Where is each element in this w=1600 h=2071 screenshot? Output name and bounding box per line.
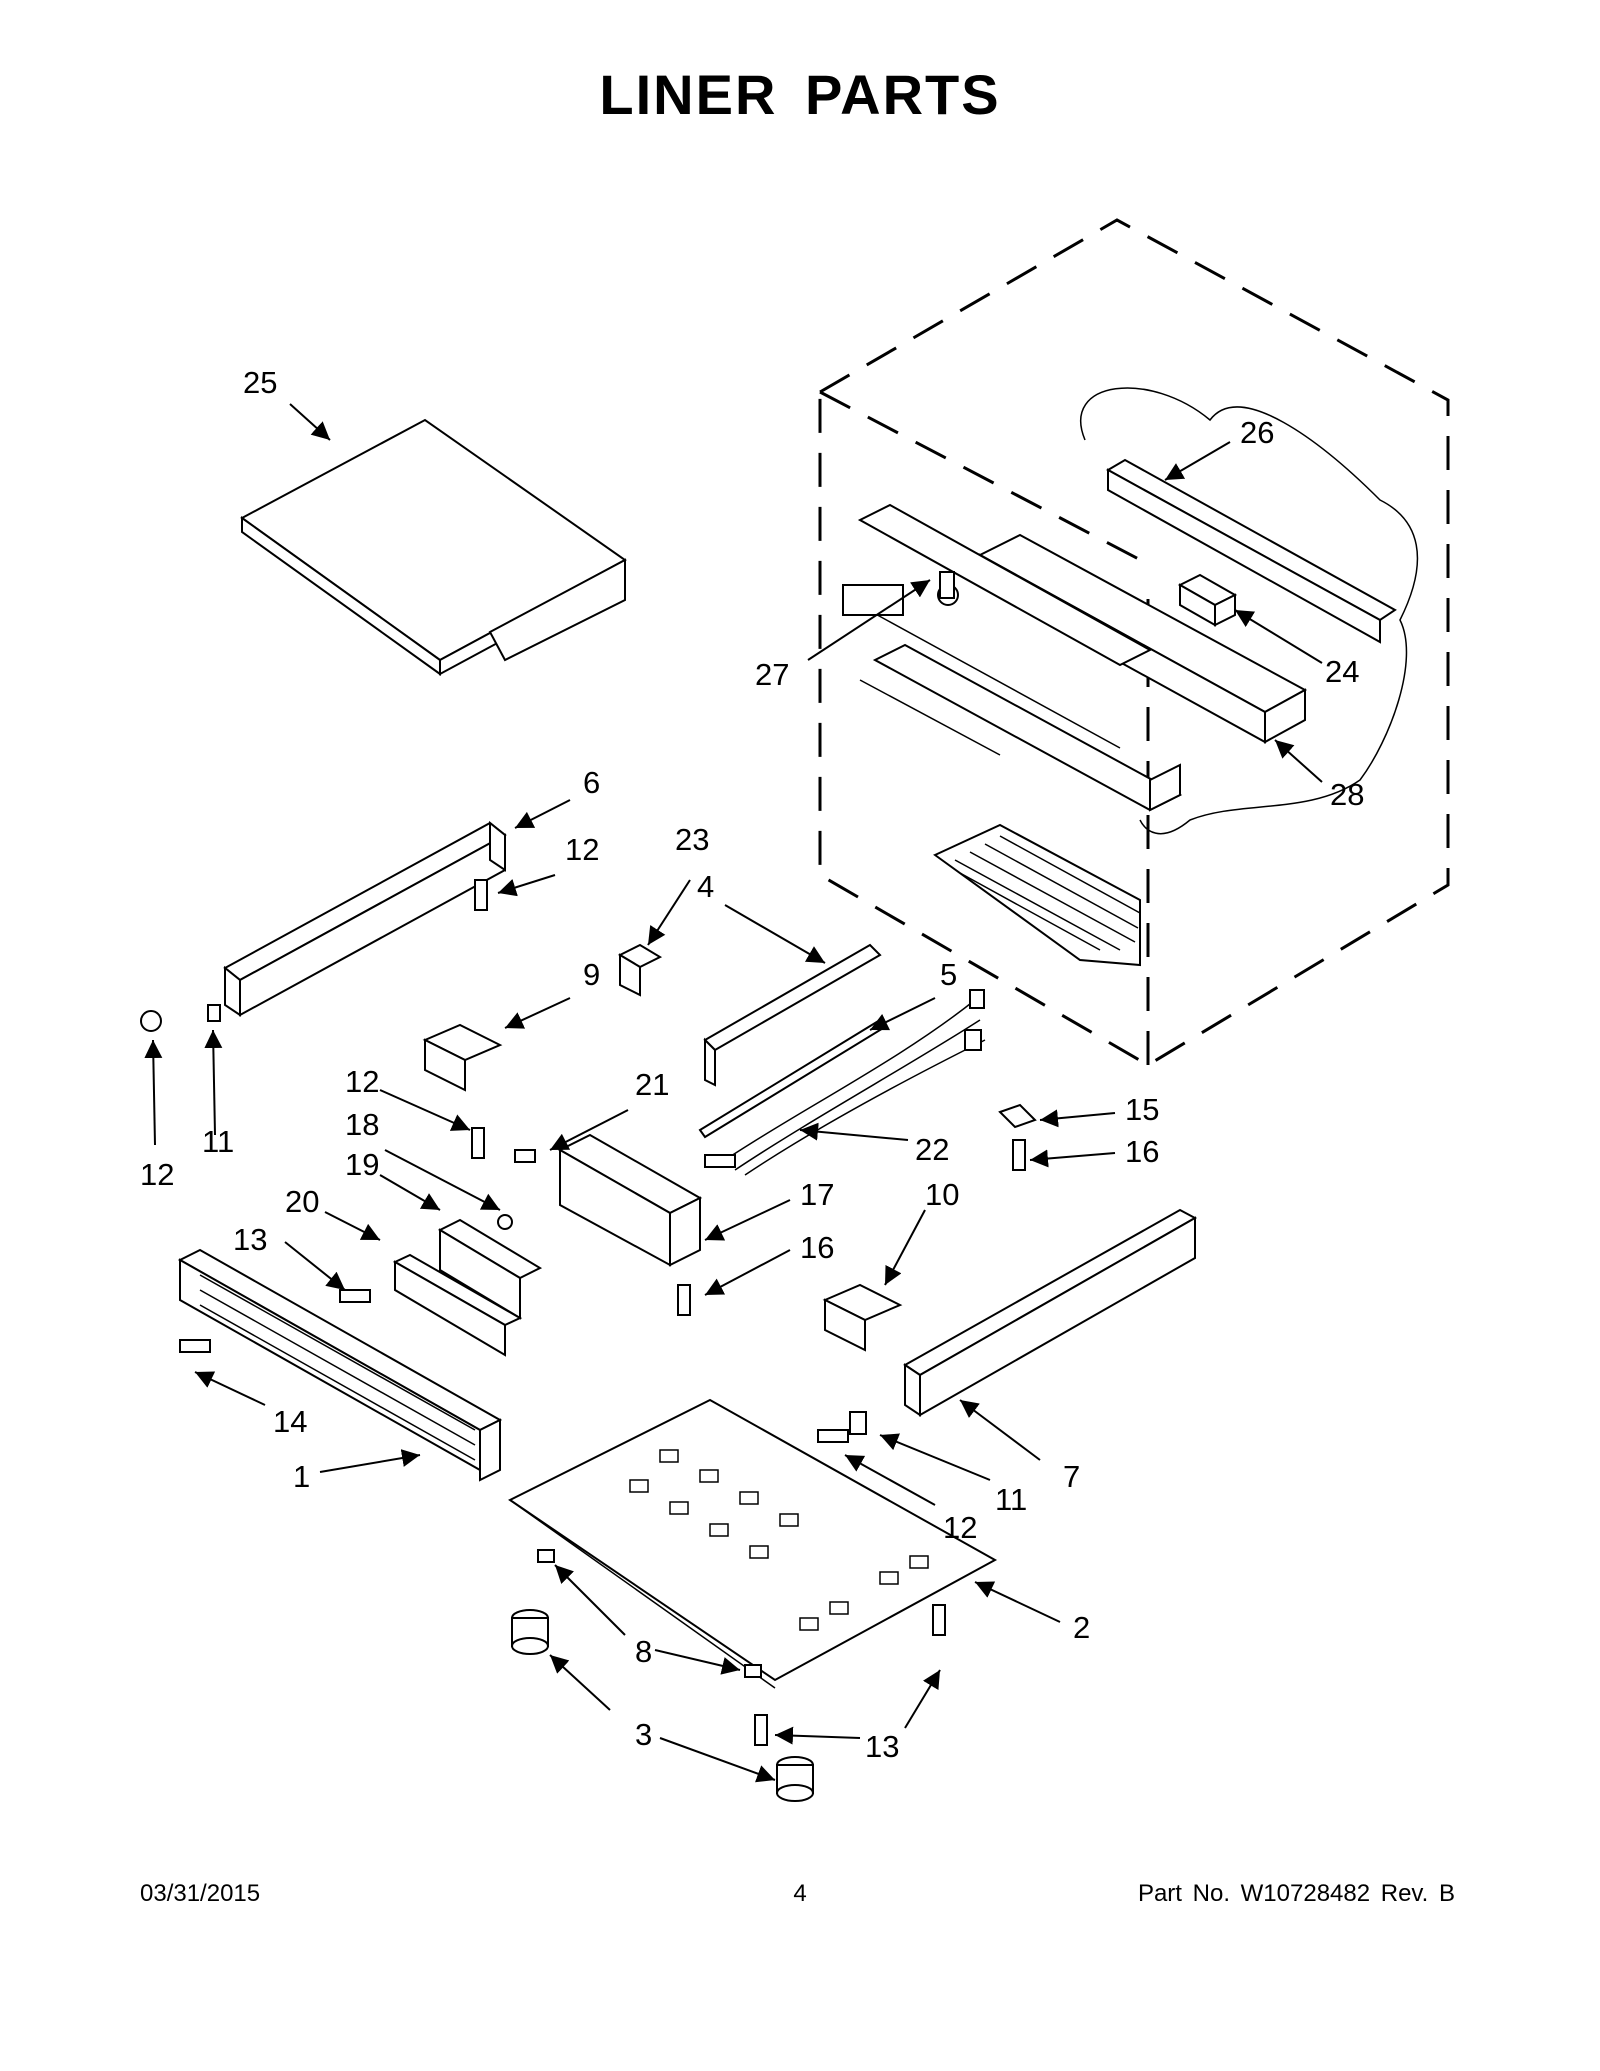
page-title: LINER PARTS xyxy=(599,63,1001,126)
callout-20: 20 xyxy=(285,1184,319,1219)
callout-16-a: 16 xyxy=(1125,1134,1159,1169)
part-3-leveling-feet xyxy=(511,1609,814,1802)
evaporator-assembly xyxy=(842,503,1183,812)
callout-11-b: 11 xyxy=(995,1482,1027,1517)
part-1-grille xyxy=(177,1248,503,1482)
callout-26: 26 xyxy=(1240,415,1274,450)
footer-page-number: 4 xyxy=(793,1880,807,1907)
floor-grate xyxy=(933,823,1141,967)
callout-16-b: 16 xyxy=(800,1230,834,1265)
callout-15: 15 xyxy=(1125,1092,1159,1127)
part-23-clip xyxy=(617,943,663,997)
callout-21: 21 xyxy=(635,1067,669,1102)
callout-19: 19 xyxy=(345,1147,379,1182)
callout-13-b: 13 xyxy=(865,1729,899,1764)
part-20-cover xyxy=(392,1253,523,1357)
callout-23: 23 xyxy=(675,822,709,857)
cutaway-interior xyxy=(842,387,1419,967)
callout-5: 5 xyxy=(940,957,957,992)
footer-part-number: Part No. W10728482 Rev. B xyxy=(1137,1880,1455,1907)
callout-14: 14 xyxy=(273,1404,307,1439)
part-25-top-panel xyxy=(240,418,627,676)
callout-1: 1 xyxy=(293,1459,310,1494)
callout-4: 4 xyxy=(697,869,714,904)
part-15-clip xyxy=(998,1103,1037,1129)
callout-25: 25 xyxy=(243,365,277,400)
leader-lines xyxy=(144,403,1323,1783)
callout-18: 18 xyxy=(345,1107,379,1142)
part-7-rail xyxy=(903,1208,1198,1417)
callout-28: 28 xyxy=(1330,777,1364,812)
callout-22: 22 xyxy=(915,1132,949,1167)
callout-12-c: 12 xyxy=(345,1064,379,1099)
part-4-bracket xyxy=(703,943,882,1087)
callout-10: 10 xyxy=(925,1177,959,1212)
callout-3: 3 xyxy=(635,1717,652,1752)
callout-27: 27 xyxy=(755,657,789,692)
callout-6: 6 xyxy=(583,765,600,800)
fasteners xyxy=(140,571,1026,1746)
part-24-block xyxy=(1177,573,1238,627)
callout-8: 8 xyxy=(635,1634,652,1669)
callout-13-a: 13 xyxy=(233,1222,267,1257)
callout-24: 24 xyxy=(1325,654,1359,689)
part-10-bracket xyxy=(822,1283,903,1352)
callout-17: 17 xyxy=(800,1177,834,1212)
callout-2: 2 xyxy=(1073,1610,1090,1645)
callout-labels: 25 26 24 27 28 6 12 23 4 5 9 12 11 12 18… xyxy=(140,365,1364,1764)
part-26-rail xyxy=(1105,458,1397,644)
callout-7: 7 xyxy=(1063,1459,1080,1494)
part-17-control-box xyxy=(557,1133,703,1267)
callout-9: 9 xyxy=(583,957,600,992)
footer-date: 03/31/2015 xyxy=(140,1880,261,1907)
callout-12-d: 12 xyxy=(943,1510,977,1545)
part-2-bottom-panel xyxy=(508,1398,998,1689)
callout-11-a: 11 xyxy=(202,1124,234,1159)
part-22-wire-harness xyxy=(704,989,986,1176)
callout-12-a: 12 xyxy=(565,832,599,867)
part-9-bracket xyxy=(422,1023,503,1092)
callout-12-b: 12 xyxy=(140,1157,174,1192)
part-6-rail xyxy=(223,820,507,1017)
